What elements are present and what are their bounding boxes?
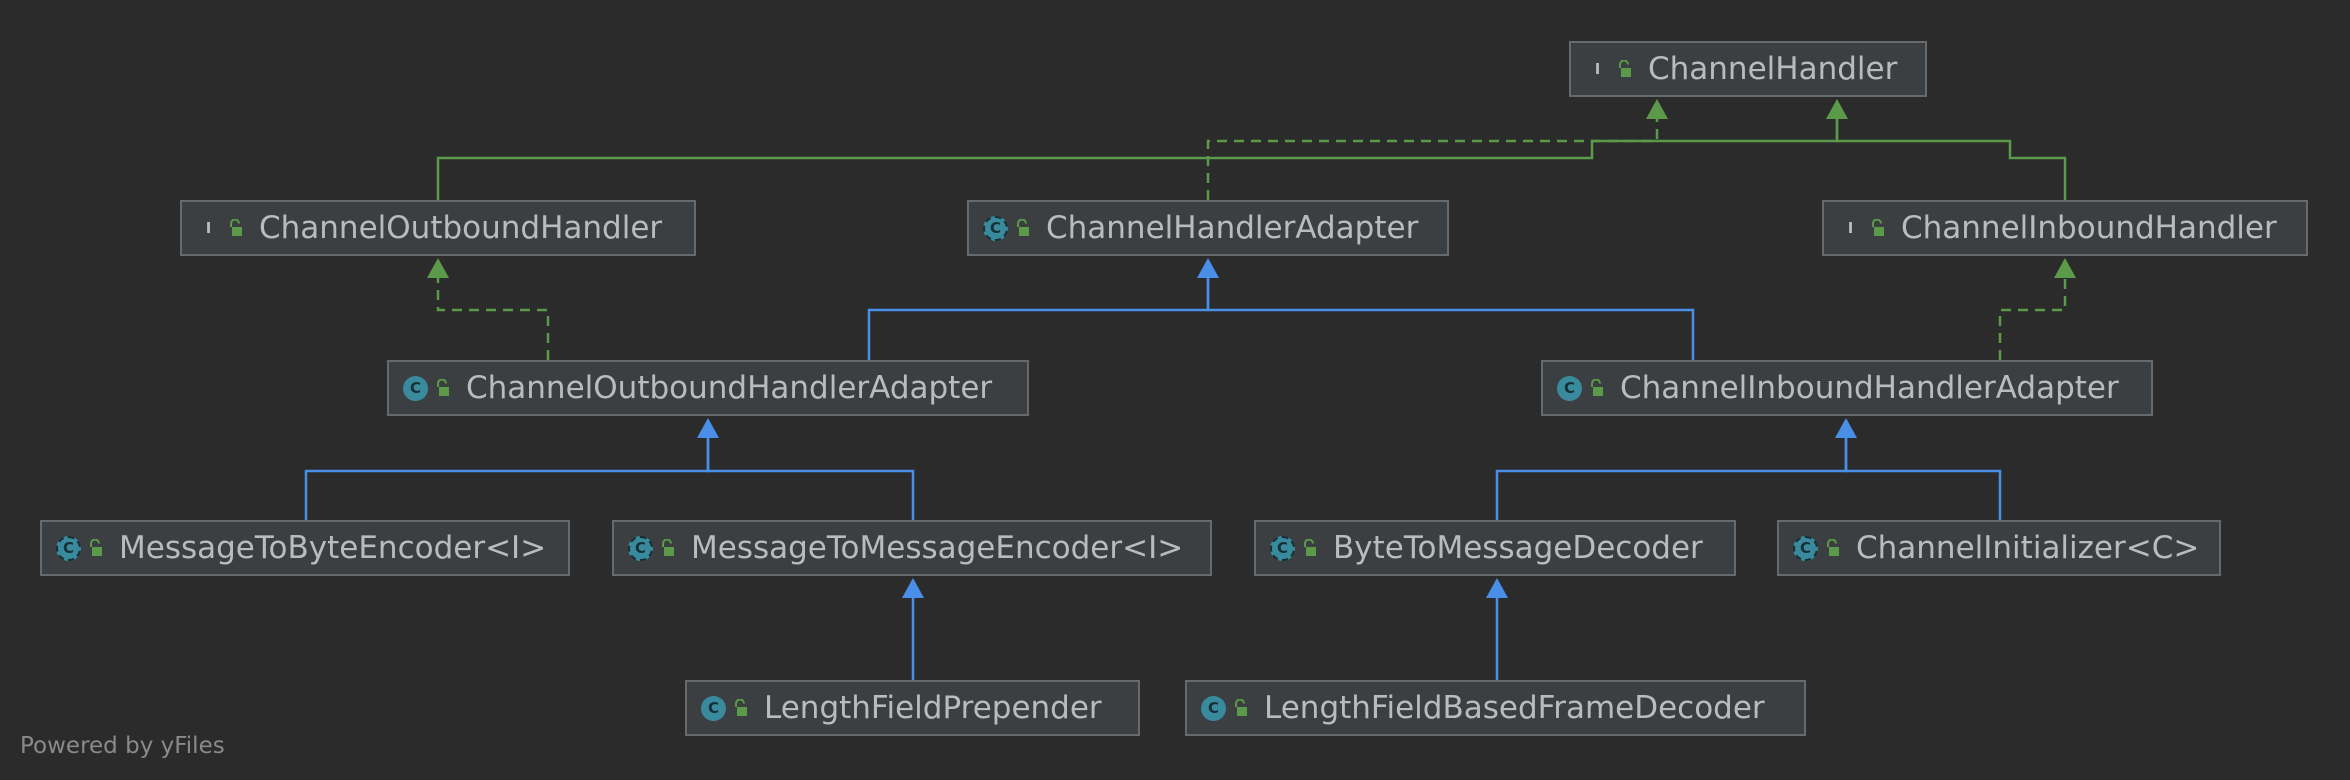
interface-icon: I xyxy=(205,219,212,237)
public-lock-icon xyxy=(662,539,674,556)
arrow-to-message-to-message-encoder xyxy=(902,578,924,598)
arrow-to-channel-handler-adapter xyxy=(1197,258,1219,278)
abstract-class-icon: C xyxy=(56,535,81,561)
class-icon: C xyxy=(701,695,726,721)
public-lock-icon xyxy=(230,219,242,236)
public-lock-icon xyxy=(1304,539,1316,556)
node-byte-to-message-decoder[interactable]: C ByteToMessageDecoder xyxy=(1254,520,1736,576)
edge-adapter-implements-handler xyxy=(1206,119,1659,200)
public-lock-icon xyxy=(90,539,102,556)
public-lock-icon xyxy=(1591,379,1603,396)
node-message-to-byte-encoder[interactable]: C MessageToByteEncoder<I> xyxy=(40,520,570,576)
arrow-to-channel-outbound-handler xyxy=(427,258,449,278)
node-length-field-prepender[interactable]: C LengthFieldPrepender xyxy=(685,680,1140,736)
node-label: ChannelHandlerAdapter xyxy=(1046,210,1419,246)
edge-outbound-adapter-to-adapter xyxy=(867,278,1210,360)
edge-outbound-adapter-implements xyxy=(436,278,550,360)
node-label: ByteToMessageDecoder xyxy=(1333,530,1703,566)
arrow-to-channel-handler-implements xyxy=(1646,99,1668,119)
public-lock-icon xyxy=(1827,539,1839,556)
public-lock-icon xyxy=(437,379,449,396)
abstract-class-icon: C xyxy=(1270,535,1295,561)
edge-inbound-adapter-implements xyxy=(1998,278,2067,360)
edge-byte-encoder-to-outbound-adapter xyxy=(304,438,710,520)
powered-by-label: Powered by yFiles xyxy=(20,733,225,759)
node-label: ChannelOutboundHandlerAdapter xyxy=(466,370,993,406)
node-channel-initializer[interactable]: C ChannelInitializer<C> xyxy=(1777,520,2221,576)
node-channel-handler[interactable]: I ChannelHandler xyxy=(1569,41,1927,97)
node-channel-outbound-handler-adapter[interactable]: C ChannelOutboundHandlerAdapter xyxy=(387,360,1029,416)
node-length-field-based-frame-decoder[interactable]: C LengthFieldBasedFrameDecoder xyxy=(1185,680,1806,736)
edge-initializer-to-inbound-adapter xyxy=(1844,438,2002,520)
public-lock-icon xyxy=(1619,60,1631,77)
edge-inbound-adapter-to-adapter xyxy=(1206,278,1695,360)
node-label: ChannelHandler xyxy=(1648,51,1898,87)
public-lock-icon xyxy=(1235,699,1247,716)
public-lock-icon xyxy=(1872,219,1884,236)
node-label: LengthFieldBasedFrameDecoder xyxy=(1264,690,1765,726)
abstract-class-icon: C xyxy=(628,535,653,561)
interface-icon: I xyxy=(1594,60,1601,78)
node-label: ChannelInitializer<C> xyxy=(1856,530,2200,566)
node-label: MessageToByteEncoder<I> xyxy=(119,530,547,566)
node-label: MessageToMessageEncoder<I> xyxy=(691,530,1184,566)
abstract-class-icon: C xyxy=(1793,535,1818,561)
class-icon: C xyxy=(1557,375,1582,401)
node-label: LengthFieldPrepender xyxy=(764,690,1102,726)
arrow-to-inbound-adapter xyxy=(1835,418,1857,438)
node-channel-outbound-handler[interactable]: I ChannelOutboundHandler xyxy=(180,200,696,256)
node-label: ChannelInboundHandler xyxy=(1901,210,2277,246)
node-channel-inbound-handler-adapter[interactable]: C ChannelInboundHandlerAdapter xyxy=(1541,360,2153,416)
edge-msg-encoder-to-outbound-adapter xyxy=(706,438,915,520)
edge-decoder-to-inbound-adapter xyxy=(1495,438,1848,520)
class-icon: C xyxy=(403,375,428,401)
node-channel-handler-adapter[interactable]: C ChannelHandlerAdapter xyxy=(967,200,1449,256)
node-channel-inbound-handler[interactable]: I ChannelInboundHandler xyxy=(1822,200,2308,256)
arrow-to-channel-inbound-handler xyxy=(2054,258,2076,278)
public-lock-icon xyxy=(1017,219,1029,236)
node-label: ChannelInboundHandlerAdapter xyxy=(1620,370,2119,406)
node-label: ChannelOutboundHandler xyxy=(259,210,663,246)
interface-icon: I xyxy=(1847,219,1854,237)
class-icon: C xyxy=(1201,695,1226,721)
arrow-to-byte-to-message-decoder xyxy=(1486,578,1508,598)
node-message-to-message-encoder[interactable]: C MessageToMessageEncoder<I> xyxy=(612,520,1212,576)
edge-inbound-to-handler xyxy=(1835,119,2067,200)
arrow-to-channel-handler-extends xyxy=(1826,99,1848,119)
abstract-class-icon: C xyxy=(983,215,1008,241)
edge-outbound-to-handler xyxy=(436,119,1839,200)
public-lock-icon xyxy=(735,699,747,716)
arrow-to-outbound-adapter xyxy=(697,418,719,438)
